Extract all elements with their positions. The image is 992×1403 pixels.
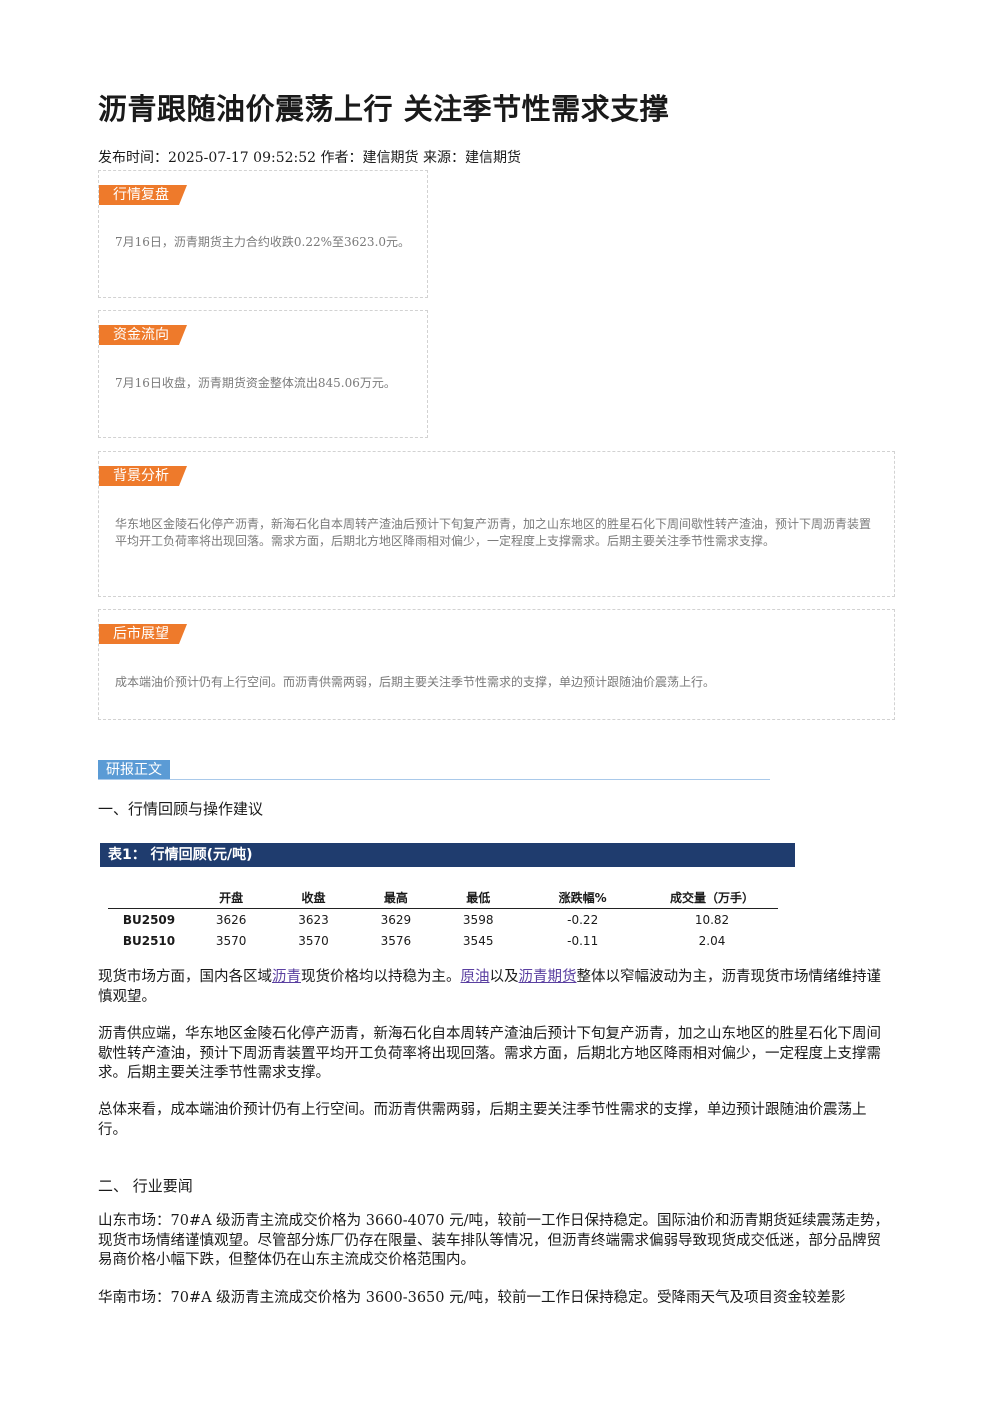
table-cell: 3623: [298, 912, 329, 927]
contract-code: BU2510: [122, 933, 176, 948]
table-cell: 10.82: [694, 912, 730, 927]
section-divider: [98, 779, 770, 780]
table-row: BU2509 3626 3623 3629 3598 -0.22 10.82: [108, 909, 778, 931]
link-crude-oil[interactable]: 原油: [460, 969, 490, 985]
col-header: 收盘: [272, 886, 355, 909]
table-cell: 3570: [298, 933, 329, 948]
outlook-box: 后市展望 成本端油价预计仍有上行空间。而沥青供需两弱，后期主要关注季节性需求的支…: [98, 609, 895, 720]
table-header-row: 开盘 收盘 最高 最低 涨跌幅% 成交量（万手）: [108, 886, 778, 909]
col-header: 成交量（万手）: [646, 886, 778, 909]
text-fragment: 整体以窄幅波动为主，沥青现货市场情绪维持谨慎观望。: [98, 969, 881, 1005]
table-row: BU2510 3570 3570 3576 3545 -0.11 2.04: [108, 930, 778, 951]
review-tag: 行情复盘: [99, 185, 187, 205]
outlook-text: 成本端油价预计仍有上行空间。而沥青供需两弱，后期主要关注季节性需求的支撑，单边预…: [115, 675, 716, 689]
table-title: 表1： 行情回顾(元/吨): [108, 847, 253, 863]
col-header: 开盘: [190, 886, 273, 909]
table-cell: 3598: [462, 912, 494, 927]
link-asphalt[interactable]: 沥青: [272, 969, 301, 985]
fund-flow-tag: 资金流向: [99, 325, 187, 345]
paragraph-south-china: 华南市场：70#A 级沥青主流成交价格为 3600-3650 元/吨，较前一工作…: [98, 1290, 846, 1306]
fund-flow-text: 7月16日收盘，沥青期货资金整体流出845.06万元。: [115, 376, 396, 390]
link-asphalt-futures[interactable]: 沥青期货: [518, 969, 577, 985]
table-cell: 3629: [380, 912, 412, 927]
heading-market-review: 一、行情回顾与操作建议: [98, 800, 264, 818]
col-header: [108, 886, 190, 909]
table-title-bar: 表1： 行情回顾(元/吨): [100, 843, 795, 867]
table-cell: 3545: [462, 933, 494, 948]
text-fragment: 现货价格均以持稳为主。: [301, 969, 461, 985]
review-box: 行情复盘 7月16日，沥青期货主力合约收跌0.22%至3623.0元。: [98, 170, 428, 298]
paragraph-shandong: 山东市场：70#A 级沥青主流成交价格为 3660-4070 元/吨，较前一工作…: [98, 1213, 889, 1268]
col-header: 最低: [437, 886, 520, 909]
contract-code: BU2509: [122, 912, 176, 927]
background-text: 华东地区金陵石化停产沥青，新海石化自本周转产渣油后预计下旬复产沥青，加之山东地区…: [115, 517, 872, 548]
col-header: 最高: [354, 886, 438, 909]
article-title: 沥青跟随油价震荡上行 关注季节性需求支撑: [98, 92, 670, 126]
heading-industry-news: 二、 行业要闻: [98, 1177, 193, 1195]
market-review-table: 开盘 收盘 最高 最低 涨跌幅% 成交量（万手） BU2509 3626 362…: [108, 886, 778, 951]
background-tag: 背景分析: [99, 466, 187, 486]
table-cell: -0.11: [567, 933, 599, 948]
table-cell: -0.22: [567, 912, 599, 927]
outlook-tag: 后市展望: [99, 624, 187, 644]
article-meta: 发布时间：2025-07-17 09:52:52 作者：建信期货 来源：建信期货: [98, 150, 521, 166]
paragraph-spot-market: 现货市场方面，国内各区域沥青现货价格均以持稳为主。原油以及沥青期货整体以窄幅波动…: [98, 968, 894, 1007]
table-cell: 2.04: [698, 933, 726, 948]
paragraph-summary: 总体来看，成本端油价预计仍有上行空间。而沥青供需两弱，后期主要关注季节性需求的支…: [98, 1102, 867, 1138]
table-cell: 3570: [215, 933, 247, 948]
table-cell: 3626: [215, 912, 247, 927]
fund-flow-box: 资金流向 7月16日收盘，沥青期货资金整体流出845.06万元。: [98, 310, 428, 438]
text-fragment: 现货市场方面，国内各区域: [98, 969, 272, 985]
report-section-tag: 研报正文: [98, 760, 170, 780]
background-box: 背景分析 华东地区金陵石化停产沥青，新海石化自本周转产渣油后预计下旬复产沥青，加…: [98, 451, 895, 597]
table-cell: 3576: [380, 933, 412, 948]
text-fragment: 以及: [489, 969, 519, 985]
col-header: 涨跌幅%: [519, 886, 646, 909]
review-text: 7月16日，沥青期货主力合约收跌0.22%至3623.0元。: [115, 235, 411, 249]
paragraph-supply: 沥青供应端，华东地区金陵石化停产沥青，新海石化自本周转产渣油后预计下旬复产沥青，…: [98, 1026, 881, 1081]
